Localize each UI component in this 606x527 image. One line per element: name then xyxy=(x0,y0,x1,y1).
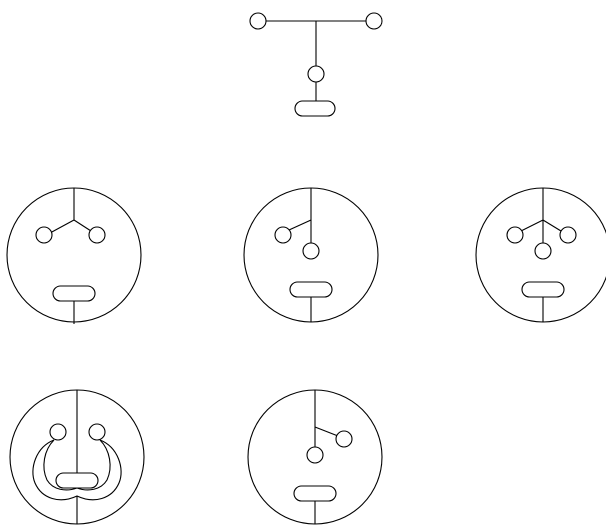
right-node xyxy=(560,227,576,243)
t-base-pill xyxy=(295,101,335,116)
left-node xyxy=(275,227,291,243)
mouth-pill xyxy=(522,282,564,297)
t-left-node xyxy=(250,13,266,29)
t-middle-node xyxy=(308,66,324,82)
center-node xyxy=(535,243,551,259)
t-right-node xyxy=(366,13,382,29)
center-node xyxy=(307,447,323,463)
left-node xyxy=(36,227,52,243)
left-node xyxy=(507,227,523,243)
mouth-pill xyxy=(290,282,332,297)
right-arm xyxy=(315,427,338,436)
right-arm xyxy=(543,220,561,231)
symbol-circle-loop xyxy=(10,390,144,524)
symbol-circle-branch-one-node xyxy=(244,188,378,322)
right-arm xyxy=(74,220,91,231)
symbol-circle-right-branch xyxy=(248,390,382,524)
symbol-t-junction xyxy=(250,13,382,116)
left-node xyxy=(50,424,66,440)
symbol-circle-three-nodes xyxy=(476,188,606,322)
left-arm xyxy=(521,220,543,231)
left-arm xyxy=(289,220,311,230)
left-arm xyxy=(50,220,74,233)
symbol-circle-v-two-nodes xyxy=(7,188,141,324)
right-node xyxy=(89,227,105,243)
mouth-pill xyxy=(56,473,98,488)
mouth-pill xyxy=(53,286,95,301)
right-node xyxy=(89,424,105,440)
right-node xyxy=(336,431,352,447)
mouth-pill xyxy=(294,486,336,501)
center-node xyxy=(303,243,319,259)
